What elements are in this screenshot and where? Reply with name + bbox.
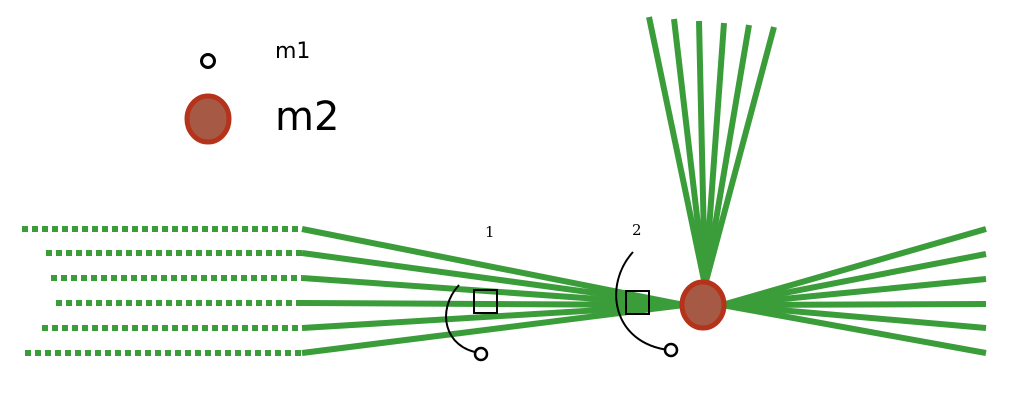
marker-1-m1	[473, 346, 489, 362]
marker-2: 2	[615, 221, 679, 358]
fiber-top-4	[702, 22, 727, 286]
fiber-top-2	[671, 18, 708, 286]
fiber-top-5	[702, 24, 752, 286]
central-m2-body	[679, 279, 727, 331]
fiber-top-3	[696, 20, 708, 286]
fiber-left-2	[301, 250, 685, 308]
marker-1-label: 1	[485, 223, 495, 241]
fiber-right-5	[721, 302, 987, 331]
marker-1-square	[473, 289, 498, 314]
fiber-right-4	[721, 301, 987, 308]
fiber-right-3	[721, 276, 987, 308]
fiber-left-1	[301, 226, 685, 308]
fiber-left-4	[301, 300, 685, 308]
marker-2-square	[625, 290, 650, 315]
fiber-top-6	[702, 26, 777, 286]
marker-1: 1	[445, 223, 498, 362]
legend-m1-label: m1	[275, 39, 310, 64]
fiber-left-5	[301, 302, 685, 331]
fiber-top-1	[646, 16, 708, 286]
fiber-left-3	[301, 275, 685, 308]
marker-2-m1	[663, 342, 679, 358]
fiber-right-2	[721, 251, 987, 308]
fiber-left-6	[301, 302, 685, 356]
marker-2-label: 2	[632, 221, 642, 239]
fiber-bundles	[22, 16, 987, 356]
fiber-right-6	[721, 302, 987, 356]
legend: m1 m2	[184, 39, 339, 145]
legend-m2-marker	[184, 93, 232, 145]
marker-2-tether	[615, 251, 670, 351]
fiber-right-1	[721, 226, 987, 308]
marker-1-tether	[445, 284, 481, 354]
legend-m2-label: m2	[275, 94, 339, 140]
legend-m1-marker	[200, 53, 216, 69]
